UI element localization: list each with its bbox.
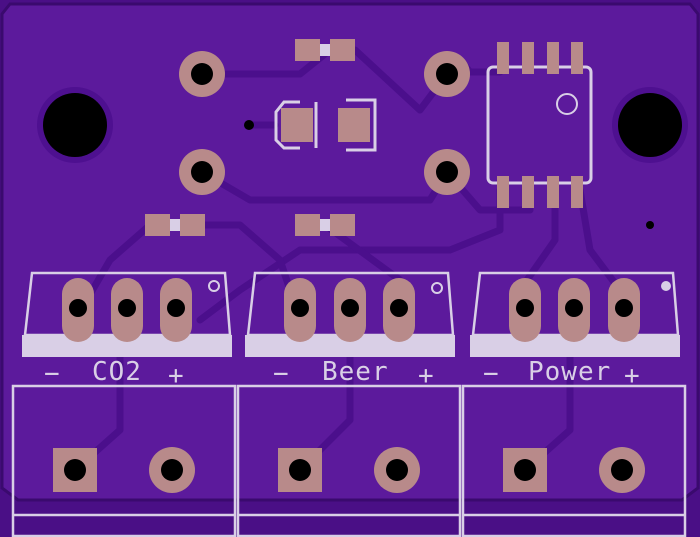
- beer-minus: −: [273, 359, 290, 389]
- connector-3pin-power: [470, 271, 680, 357]
- screw-terminal-power: [461, 384, 687, 537]
- beer-plus: +: [418, 361, 435, 391]
- smd-resistor-left: [145, 214, 205, 236]
- power-label: Power: [528, 357, 611, 387]
- power-minus: −: [483, 359, 500, 389]
- smd-capacitor: [274, 98, 377, 152]
- label-power: − Power +: [483, 357, 641, 391]
- smd-resistor-mid: [295, 214, 355, 236]
- co2-minus: −: [44, 359, 61, 389]
- label-co2: − CO2 +: [44, 357, 185, 391]
- smd-resistor-top: [295, 39, 355, 61]
- via: [244, 120, 254, 130]
- soic8-ic: [486, 42, 593, 208]
- co2-label: CO2: [92, 357, 142, 387]
- mounting-hole-left: [37, 87, 113, 163]
- power-plus: +: [624, 361, 641, 391]
- label-beer: − Beer +: [273, 357, 435, 391]
- beer-label: Beer: [322, 357, 389, 387]
- connector-3pin-co2: [22, 271, 232, 357]
- terminal-pads: [53, 447, 645, 493]
- screw-terminal-beer: [236, 384, 462, 537]
- screw-terminal-co2: [11, 384, 237, 537]
- co2-plus: +: [168, 361, 185, 391]
- through-hole-pads: [179, 51, 470, 195]
- connector-3pin-beer: [245, 271, 455, 357]
- mounting-hole-right: [612, 87, 688, 163]
- via: [646, 221, 654, 229]
